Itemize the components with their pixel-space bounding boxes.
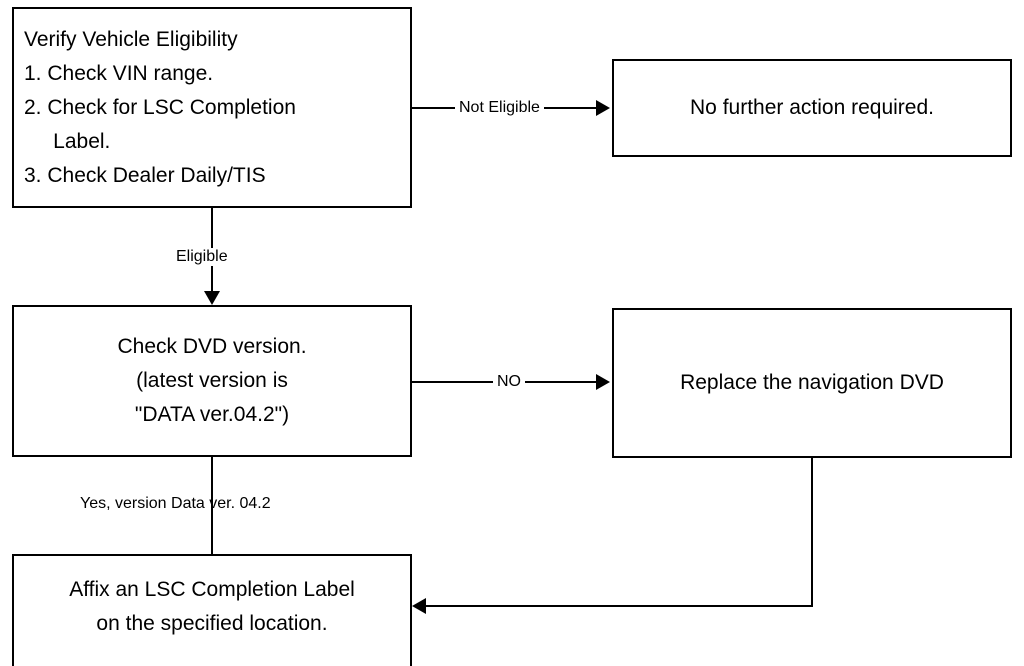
- node-replace-line-1: Replace the navigation DVD: [680, 371, 944, 394]
- edge-not-eligible-arrowhead: [596, 100, 610, 116]
- node-verify-line-3: 2. Check for LSC Completion: [24, 95, 296, 119]
- node-affix-line-2: on the specified location.: [96, 612, 328, 635]
- node-verify-vehicle-eligibility[interactable]: Verify Vehicle Eligibility 1. Check VIN …: [12, 7, 412, 208]
- edge-yes-line: [211, 457, 213, 554]
- node-verify-line-2: 1. Check VIN range.: [24, 61, 214, 85]
- node-verify-line-5: 3. Check Dealer Daily/TIS: [24, 163, 266, 187]
- node-verify-line-4: Label.: [24, 129, 111, 153]
- node-verify-line-1: Verify Vehicle Eligibility: [24, 27, 238, 51]
- node-check-dvd-version[interactable]: Check DVD version. (latest version is "D…: [12, 305, 412, 457]
- node-replace-navigation-dvd[interactable]: Replace the navigation DVD: [612, 308, 1012, 458]
- node-check-dvd-line-2: (latest version is: [136, 369, 288, 392]
- edge-return-arrowhead: [412, 598, 426, 614]
- edge-label-no: NO: [493, 373, 525, 391]
- edge-label-yes-version: Yes, version Data ver. 04.2: [80, 495, 271, 512]
- node-check-dvd-line-3: "DATA ver.04.2"): [134, 403, 290, 426]
- edge-return-horizontal-line: [426, 605, 813, 607]
- node-no-action-line-1: No further action required.: [690, 96, 934, 119]
- edge-return-vertical-line: [811, 458, 813, 607]
- node-affix-lsc-completion-label[interactable]: Affix an LSC Completion Label on the spe…: [12, 554, 412, 666]
- node-affix-line-1: Affix an LSC Completion Label: [69, 578, 355, 601]
- edge-no-arrowhead: [596, 374, 610, 390]
- edge-eligible-arrowhead: [204, 291, 220, 305]
- node-no-further-action-required[interactable]: No further action required.: [612, 59, 1012, 157]
- edge-label-eligible: Eligible: [172, 248, 232, 266]
- node-check-dvd-line-1: Check DVD version.: [117, 335, 307, 358]
- edge-label-not-eligible: Not Eligible: [455, 99, 544, 117]
